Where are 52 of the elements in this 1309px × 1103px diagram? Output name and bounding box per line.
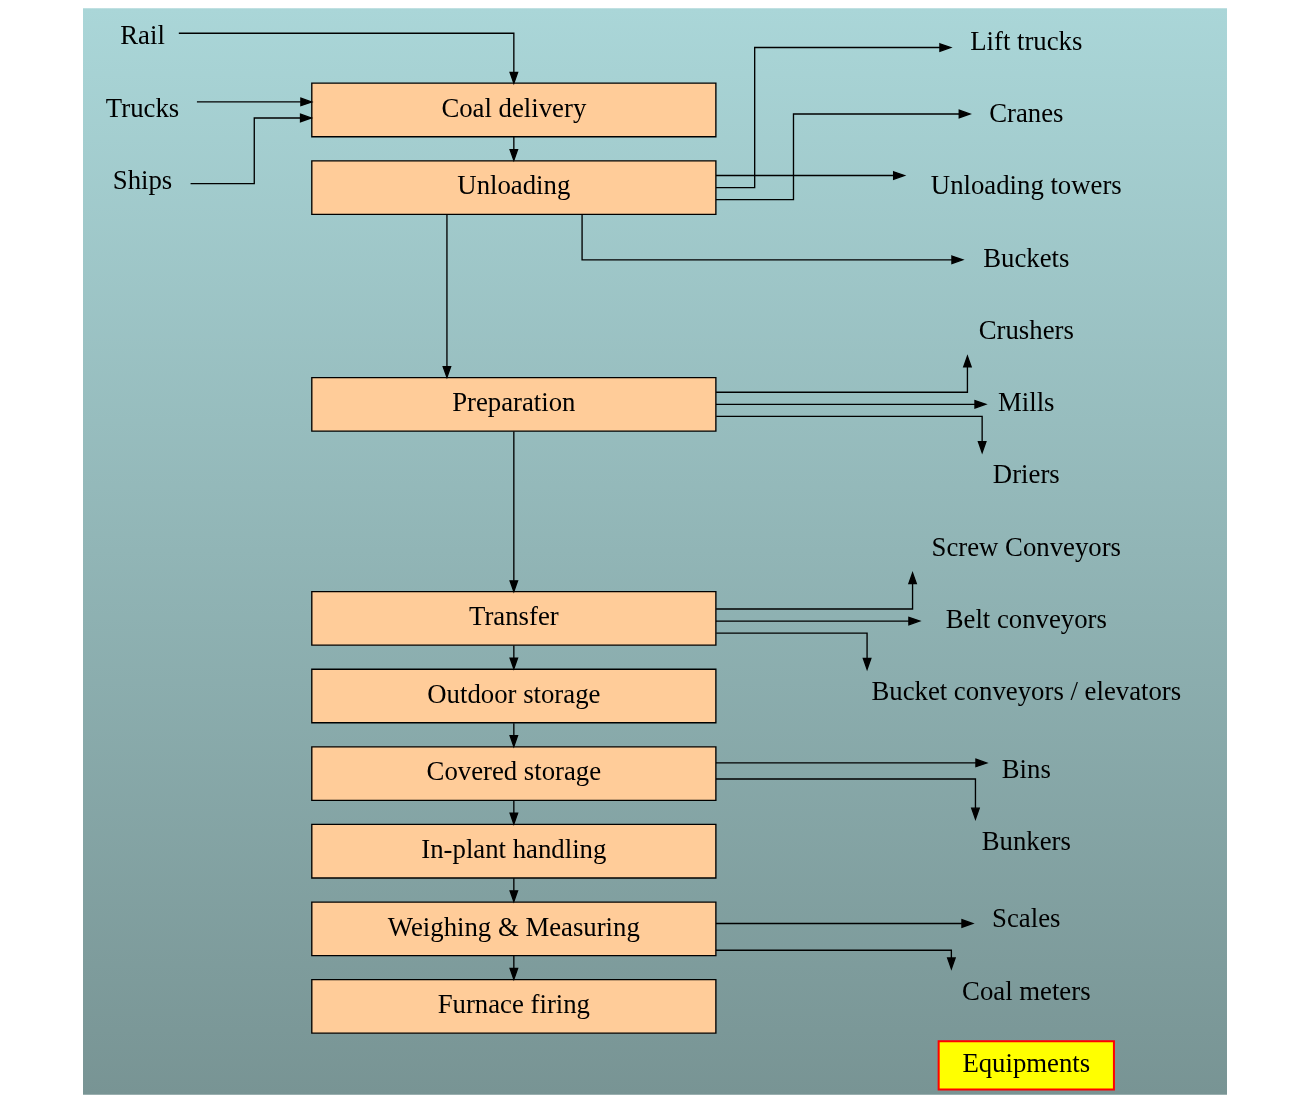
node-text: Ships	[112, 164, 172, 195]
node-text: Unloading towers	[930, 170, 1122, 201]
node-text: Lift trucks	[969, 25, 1082, 56]
arrow	[714, 918, 975, 929]
arrow	[714, 616, 922, 626]
arrow	[714, 949, 956, 971]
arrow	[714, 42, 953, 189]
node-text: Rail	[119, 20, 165, 51]
node-text: Coal meters	[961, 975, 1091, 1006]
node-box: Coal delivery	[310, 82, 717, 138]
arrow	[580, 213, 965, 265]
arrow	[195, 97, 314, 107]
node-text: Bunkers	[981, 825, 1071, 856]
arrow	[508, 877, 519, 904]
arrow	[715, 632, 872, 672]
node-text: Belt conveyors	[945, 603, 1107, 634]
node-box: Equipments	[937, 1040, 1115, 1091]
arrow	[714, 758, 989, 768]
arrow	[714, 170, 906, 181]
node-box: Unloading	[310, 160, 717, 215]
arrow	[508, 800, 519, 826]
arrow	[714, 570, 917, 610]
node-text: Trucks	[105, 92, 179, 123]
node-box: Covered storage	[310, 746, 717, 802]
node-text: Driers	[992, 459, 1060, 490]
node-box: Outdoor storage	[310, 668, 717, 724]
node-box: Weighing & Measuring	[310, 901, 717, 957]
arrow	[714, 778, 980, 821]
node-text: Crushers	[978, 314, 1074, 345]
arrow	[189, 113, 313, 185]
node-box: Furnace firing	[310, 979, 717, 1034]
node-text: Buckets	[982, 242, 1069, 273]
node-text: Cranes	[988, 98, 1063, 128]
arrow	[508, 955, 519, 982]
arrow	[508, 430, 519, 594]
arrow	[714, 109, 972, 201]
arrow	[714, 399, 988, 409]
node-text: Screw Conveyors	[931, 531, 1121, 562]
node-box: Transfer	[310, 590, 717, 646]
node-text: Scales	[991, 903, 1060, 934]
node-text: Bucket conveyors / elevators	[870, 676, 1181, 707]
node-text: Mills	[997, 387, 1055, 418]
arrow	[508, 136, 519, 163]
node-box: In-plant handling	[310, 823, 717, 879]
arrow	[508, 644, 519, 671]
node-box: Preparation	[310, 376, 717, 432]
node-text: Bins	[1001, 753, 1051, 784]
arrow	[714, 354, 972, 393]
arrow	[508, 722, 519, 749]
arrow	[441, 213, 452, 380]
arrow	[177, 32, 519, 86]
arrow	[715, 415, 987, 455]
